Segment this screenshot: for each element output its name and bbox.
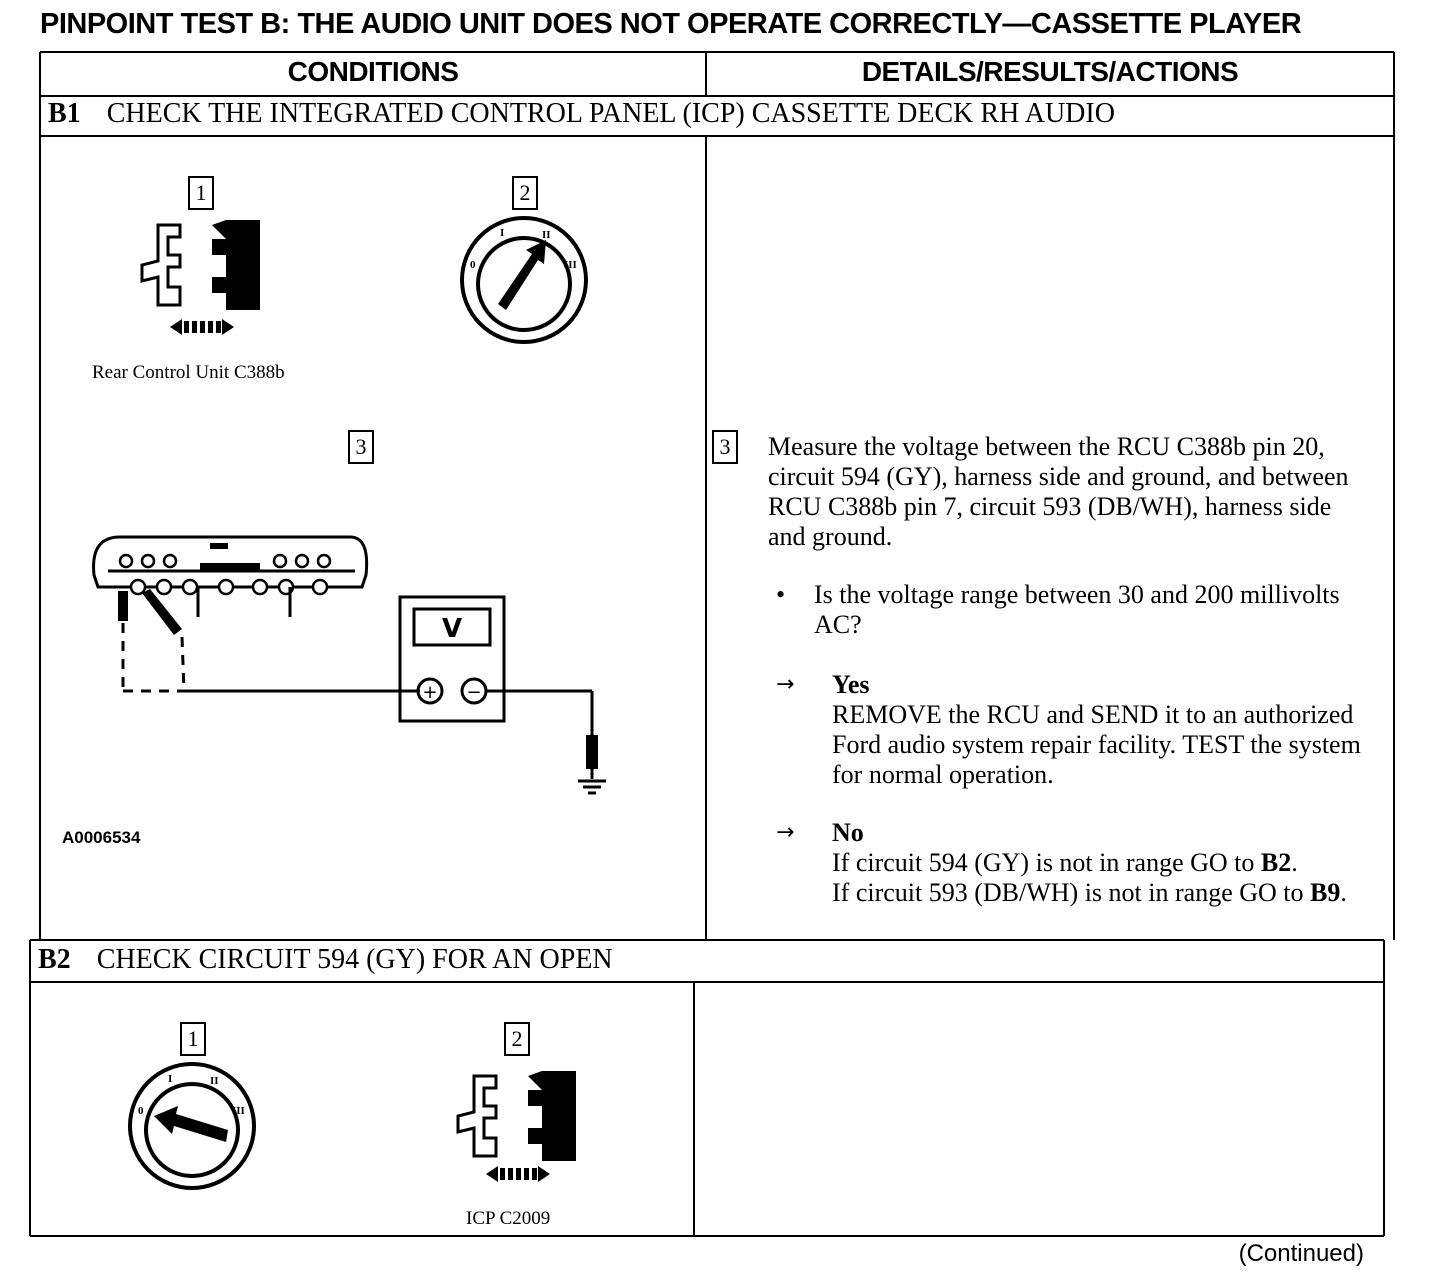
no-response: No If circuit 594 (GY) is not in range G… <box>832 818 1382 908</box>
step-3-instruction: Measure the voltage between the RCU C388… <box>768 432 1349 551</box>
b2-ignition-mark-1: I <box>168 1073 172 1085</box>
question-bullet: • <box>776 580 786 609</box>
voltmeter-label: V <box>442 614 462 644</box>
step-b1-heading-text: CHECK THE INTEGRATED CONTROL PANEL (ICP)… <box>106 98 1115 129</box>
icp-connector-caption: ICP C2009 <box>466 1208 551 1229</box>
callout-1: 1 <box>188 176 214 210</box>
yes-action: REMOVE the RCU and SEND it to an authori… <box>832 700 1361 789</box>
yes-label: Yes <box>832 670 870 699</box>
no-action-line-1: If circuit 594 (GY) is not in range GO t… <box>832 848 1298 877</box>
step-b1-id: B1 <box>48 98 81 129</box>
details-header: DETAILS/RESULTS/ACTIONS <box>861 56 1239 87</box>
ignition-switch-run-icon: 0 I II III <box>460 216 588 344</box>
rcu-connector-caption: Rear Control Unit C388b <box>92 362 285 383</box>
yes-response: Yes REMOVE the RCU and SEND it to an aut… <box>832 670 1372 790</box>
ignition-mark-3: III <box>564 259 577 271</box>
conditions-header: CONDITIONS <box>287 56 459 87</box>
step-b2-id: B2 <box>38 944 71 975</box>
b2-ignition-mark-3: III <box>232 1105 245 1117</box>
icp-connector-disconnect-icon <box>456 1071 576 1182</box>
ignition-mark-0: 0 <box>470 259 476 271</box>
goto-b9-link[interactable]: B9 <box>1310 878 1341 907</box>
callout-3: 3 <box>348 430 374 464</box>
b2-callout-2: 2 <box>504 1022 530 1056</box>
voltmeter-circuit-diagram: V + − <box>92 535 606 795</box>
b2-ignition-mark-2: II <box>210 1075 219 1087</box>
ignition-switch-off-icon: 0 I II III <box>128 1062 256 1190</box>
figure-id: A0006534 <box>62 828 141 847</box>
continued-note: (Continued) <box>1238 1240 1364 1267</box>
step-3-question: Is the voltage range between 30 and 200 … <box>814 580 1340 639</box>
b2-callout-1: 1 <box>180 1022 206 1056</box>
no-label: No <box>832 818 864 847</box>
no-action-line-2: If circuit 593 (DB/WH) is not in range G… <box>832 878 1347 907</box>
b2-ignition-mark-0: 0 <box>138 1105 144 1117</box>
step-b2-heading: B2 CHECK CIRCUIT 594 (GY) FOR AN OPEN <box>38 944 613 976</box>
callout-2: 2 <box>512 176 538 210</box>
yes-arrow-icon: → <box>776 672 795 697</box>
step-b2-heading-text: CHECK CIRCUIT 594 (GY) FOR AN OPEN <box>96 944 613 975</box>
goto-b2-link[interactable]: B2 <box>1260 848 1292 877</box>
ignition-mark-2: II <box>542 229 551 241</box>
connector-disconnect-icon <box>140 220 260 335</box>
no-arrow-icon: → <box>776 820 795 845</box>
svg-text:−: − <box>466 682 481 703</box>
step-3-callout: 3 <box>712 430 738 464</box>
step-b1-heading: B1 CHECK THE INTEGRATED CONTROL PANEL (IC… <box>48 98 1115 130</box>
page-title: PINPOINT TEST B: THE AUDIO UNIT DOES NOT… <box>40 8 1302 40</box>
svg-text:+: + <box>422 682 437 703</box>
ignition-mark-1: I <box>500 227 504 239</box>
